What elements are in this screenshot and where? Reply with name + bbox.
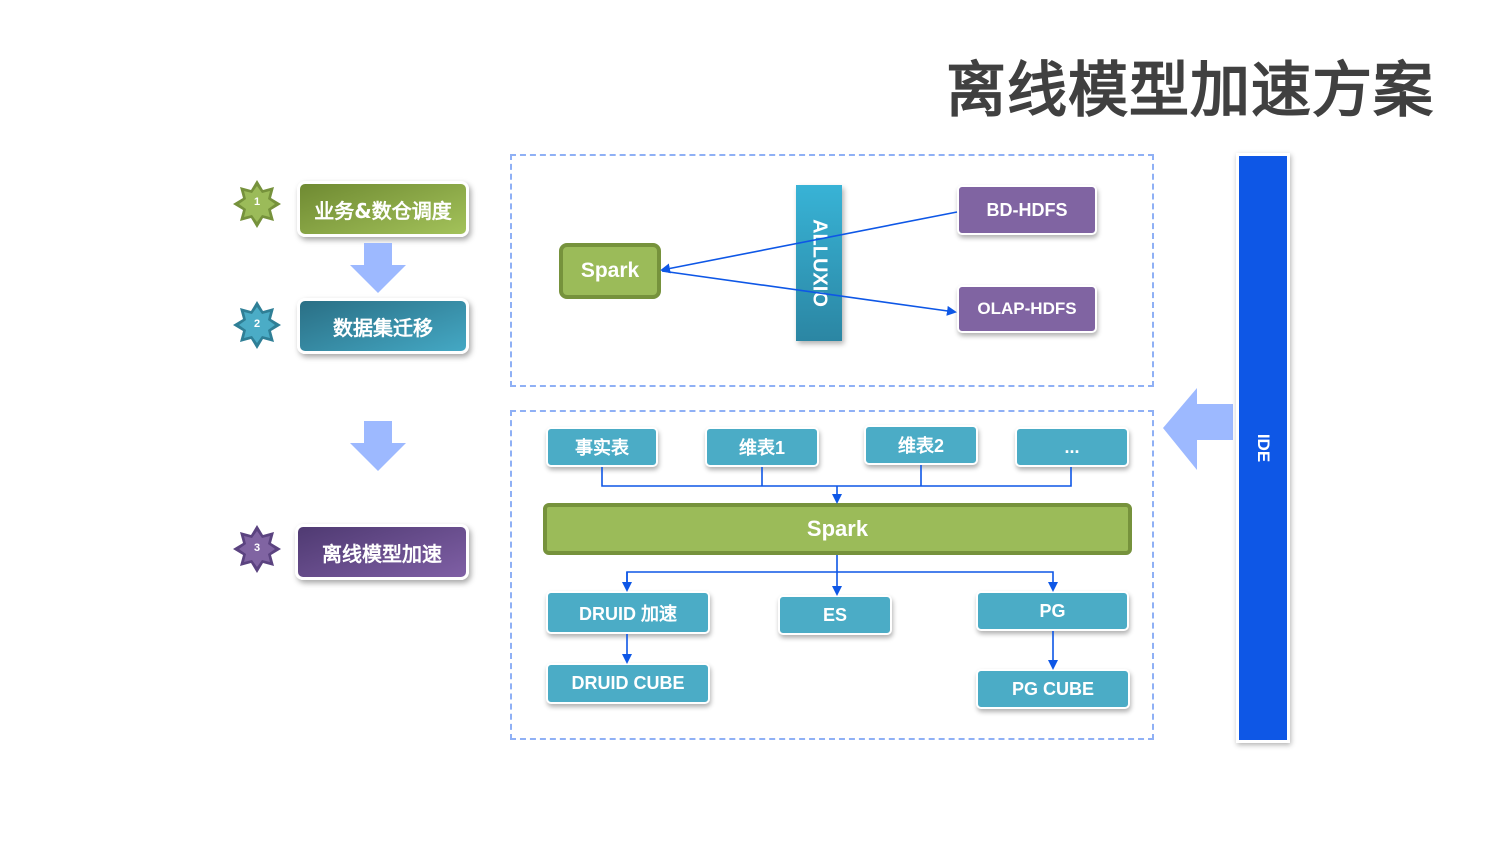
step-1-star-icon [233, 180, 281, 228]
fact-table-node[interactable]: 事实表 [546, 427, 658, 467]
es-node[interactable]: ES [778, 595, 892, 635]
edge-tables-merge [601, 467, 1072, 487]
druid-accel-node[interactable]: DRUID 加速 [546, 591, 710, 634]
edge-spark-olaphdfs [661, 270, 957, 316]
more-tables-node[interactable]: ... [1015, 427, 1129, 467]
spark-node-top[interactable]: Spark [559, 243, 661, 299]
step-3-star-icon [233, 525, 281, 573]
pg-cube-node[interactable]: PG CUBE [976, 669, 1130, 709]
pg-node[interactable]: PG [976, 591, 1129, 631]
page-title: 离线模型加速方案 [946, 56, 1434, 126]
edge-bdhdfs-spark [660, 211, 958, 274]
step-3-box[interactable]: 离线模型加速 [295, 524, 469, 580]
spark-node-bottom[interactable]: Spark [543, 503, 1132, 555]
left-arrow-icon [1163, 388, 1233, 470]
step-2-star-icon [233, 301, 281, 349]
step-2-number: 2 [253, 318, 261, 330]
dim-table-1-node[interactable]: 维表1 [705, 427, 819, 467]
olap-hdfs-node[interactable]: OLAP-HDFS [957, 285, 1097, 333]
step-1-number: 1 [253, 196, 261, 208]
step-1-box[interactable]: 业务&数仓调度 [297, 181, 469, 237]
step-2-box[interactable]: 数据集迁移 [297, 298, 469, 354]
ide-label: IDE [1254, 433, 1273, 463]
dim-table-2-node[interactable]: 维表2 [864, 425, 978, 465]
alluxio-bar[interactable]: ALLUXIO [796, 185, 842, 341]
down-arrow-icon [350, 243, 406, 293]
druid-cube-node[interactable]: DRUID CUBE [546, 663, 710, 704]
ide-bar[interactable]: IDE [1236, 153, 1290, 743]
down-arrow-icon [350, 421, 406, 471]
top-panel [510, 154, 1154, 387]
bd-hdfs-node[interactable]: BD-HDFS [957, 185, 1097, 235]
bottom-panel [510, 410, 1154, 740]
step-3-number: 3 [253, 542, 261, 554]
